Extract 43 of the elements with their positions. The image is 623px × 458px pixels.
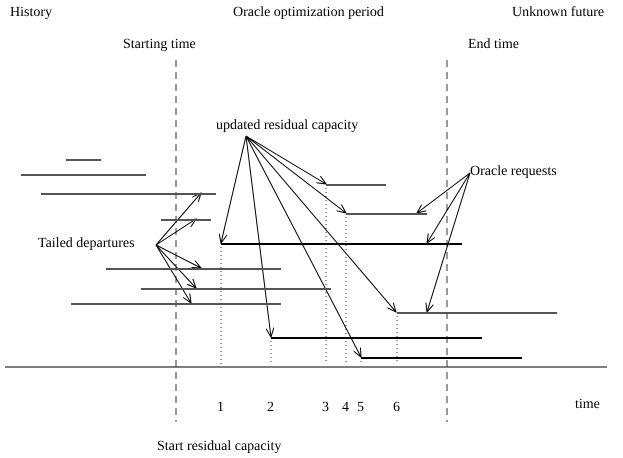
tick-label: 3 xyxy=(322,401,329,415)
heading-label: History xyxy=(10,6,52,20)
tick-label: 4 xyxy=(342,401,349,415)
heading-label: Unknown future xyxy=(512,6,604,20)
arrow xyxy=(156,244,192,304)
arrow xyxy=(416,172,470,214)
callout-text: Oracle requests xyxy=(470,165,557,179)
arrow xyxy=(246,136,326,184)
time-interval-line xyxy=(326,184,386,186)
arrow xyxy=(246,136,396,312)
heading-label: Oracle optimization period xyxy=(233,6,384,20)
time-interval-line xyxy=(71,303,281,305)
time-interval-line xyxy=(106,268,281,270)
tick-label: 2 xyxy=(267,401,274,415)
callout-text: updated residual capacity xyxy=(216,119,358,133)
arrow xyxy=(156,192,202,246)
arrow xyxy=(156,218,196,246)
time-interval-line xyxy=(161,219,211,221)
arrow xyxy=(156,244,202,268)
arrow xyxy=(425,172,470,312)
arrow xyxy=(218,136,246,244)
time-interval-line xyxy=(21,174,146,176)
arrow xyxy=(156,244,196,288)
arrow xyxy=(246,136,362,358)
time-interval-line xyxy=(346,213,427,215)
axis-label: Start residual capacity xyxy=(157,440,282,454)
time-interval-line xyxy=(271,337,482,339)
arrow xyxy=(246,136,346,214)
tick-label: 1 xyxy=(217,401,224,415)
time-interval-line xyxy=(361,357,522,359)
tick-label: 6 xyxy=(393,401,400,415)
time-interval-line xyxy=(41,193,216,195)
time-interval-line xyxy=(221,243,462,245)
time-interval-line xyxy=(141,288,331,290)
tick-label: 5 xyxy=(357,401,364,415)
axis-label: time xyxy=(575,398,600,412)
arrow xyxy=(246,136,274,338)
arrow xyxy=(426,172,470,244)
callout-text: Tailed departures xyxy=(38,237,135,251)
marker-label: End time xyxy=(468,38,519,52)
time-interval-line xyxy=(397,312,557,314)
marker-label: Starting time xyxy=(123,38,196,52)
time-interval-line xyxy=(66,159,101,161)
